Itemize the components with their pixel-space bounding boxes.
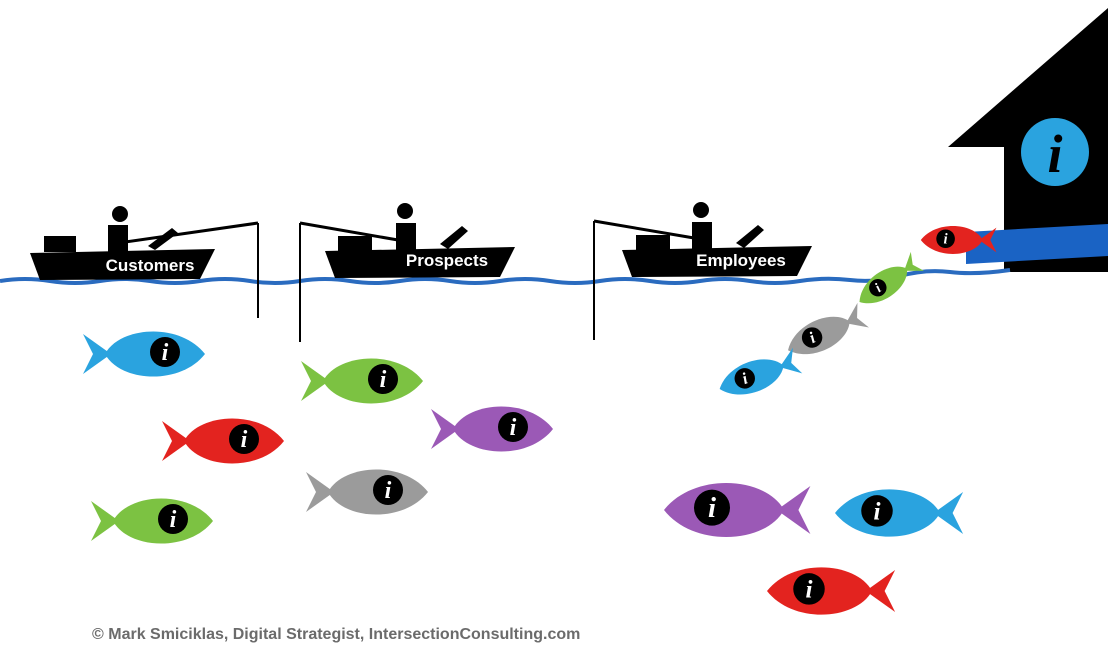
info-icon: i [498, 412, 528, 442]
fish-green: i [859, 251, 925, 304]
fish-green: i [301, 358, 423, 404]
fish-blue: i [835, 489, 964, 537]
info-badge [229, 424, 259, 454]
info-badge [734, 368, 755, 389]
fish-red: i [920, 226, 997, 254]
info-badge [150, 337, 180, 367]
fish-group: i i i i i i i i i i i i i [83, 226, 997, 615]
boat-label-customers: Customers [106, 256, 195, 275]
info-badge [869, 279, 887, 297]
fish-tail [301, 361, 329, 401]
fish-tail [162, 421, 190, 461]
info-badge [801, 327, 823, 348]
info-icon: i [801, 327, 823, 348]
fish-tail [779, 347, 803, 374]
info-icon: i [229, 424, 259, 454]
fish-tail [979, 227, 997, 253]
fish-tail [904, 251, 925, 271]
info-glyph: i [162, 340, 169, 366]
info-icon: i [861, 495, 893, 527]
info-badge [368, 364, 398, 394]
fish-tail [845, 302, 869, 328]
pipe [966, 224, 1108, 264]
fish-tail [306, 472, 334, 512]
info-badge [936, 229, 955, 249]
fish-gray: i [788, 302, 869, 355]
info-badge [694, 489, 730, 526]
info-glyph: i [385, 478, 392, 504]
info-glyph: i [380, 367, 387, 393]
info-glyph: i [873, 281, 885, 296]
house-info-glyph: i [1047, 124, 1062, 184]
fish-purple: i [431, 406, 553, 452]
fish-red: i [767, 567, 896, 615]
info-badge [793, 573, 825, 605]
info-glyph: i [708, 492, 716, 524]
info-glyph: i [806, 576, 813, 603]
boat-customers: Customers [30, 206, 259, 318]
info-badge [861, 495, 893, 527]
information-house: i [948, 8, 1108, 272]
fish-red: i [162, 418, 284, 464]
fish-blue: i [719, 347, 803, 395]
fish-tail [431, 409, 459, 449]
boat-label-prospects: Prospects [406, 251, 488, 270]
fish-tail [776, 486, 811, 534]
boat-label-employees: Employees [696, 251, 786, 270]
info-icon: i [158, 504, 188, 534]
info-icon: i [936, 229, 955, 249]
info-glyph: i [241, 427, 248, 453]
fish-gray: i [306, 469, 428, 515]
copyright-credit: © Mark Smiciklas, Digital Strategist, In… [92, 626, 581, 643]
info-icon: i [793, 573, 825, 605]
info-glyph: i [739, 368, 750, 388]
water-line [0, 268, 1011, 285]
info-badge [498, 412, 528, 442]
info-glyph: i [874, 498, 881, 525]
info-icon: i [694, 489, 730, 526]
fish-green: i [91, 498, 213, 544]
info-icon: i [734, 368, 755, 389]
info-icon: i [373, 475, 403, 505]
info-icon: i [869, 279, 887, 297]
info-glyph: i [510, 415, 517, 441]
fish-tail [933, 492, 964, 534]
fish-tail [865, 570, 896, 612]
boat-employees: Employees [593, 202, 812, 340]
house-info-icon [1021, 118, 1089, 186]
info-icon: i [150, 337, 180, 367]
boat-prospects: Prospects [299, 203, 515, 342]
fish-tail [91, 501, 119, 541]
fish-blue: i [83, 331, 205, 377]
fish-purple: i [664, 482, 811, 538]
fish-tail [83, 334, 111, 374]
info-glyph: i [944, 232, 949, 248]
info-badge [158, 504, 188, 534]
info-glyph: i [170, 507, 177, 533]
info-badge [373, 475, 403, 505]
info-icon: i [368, 364, 398, 394]
